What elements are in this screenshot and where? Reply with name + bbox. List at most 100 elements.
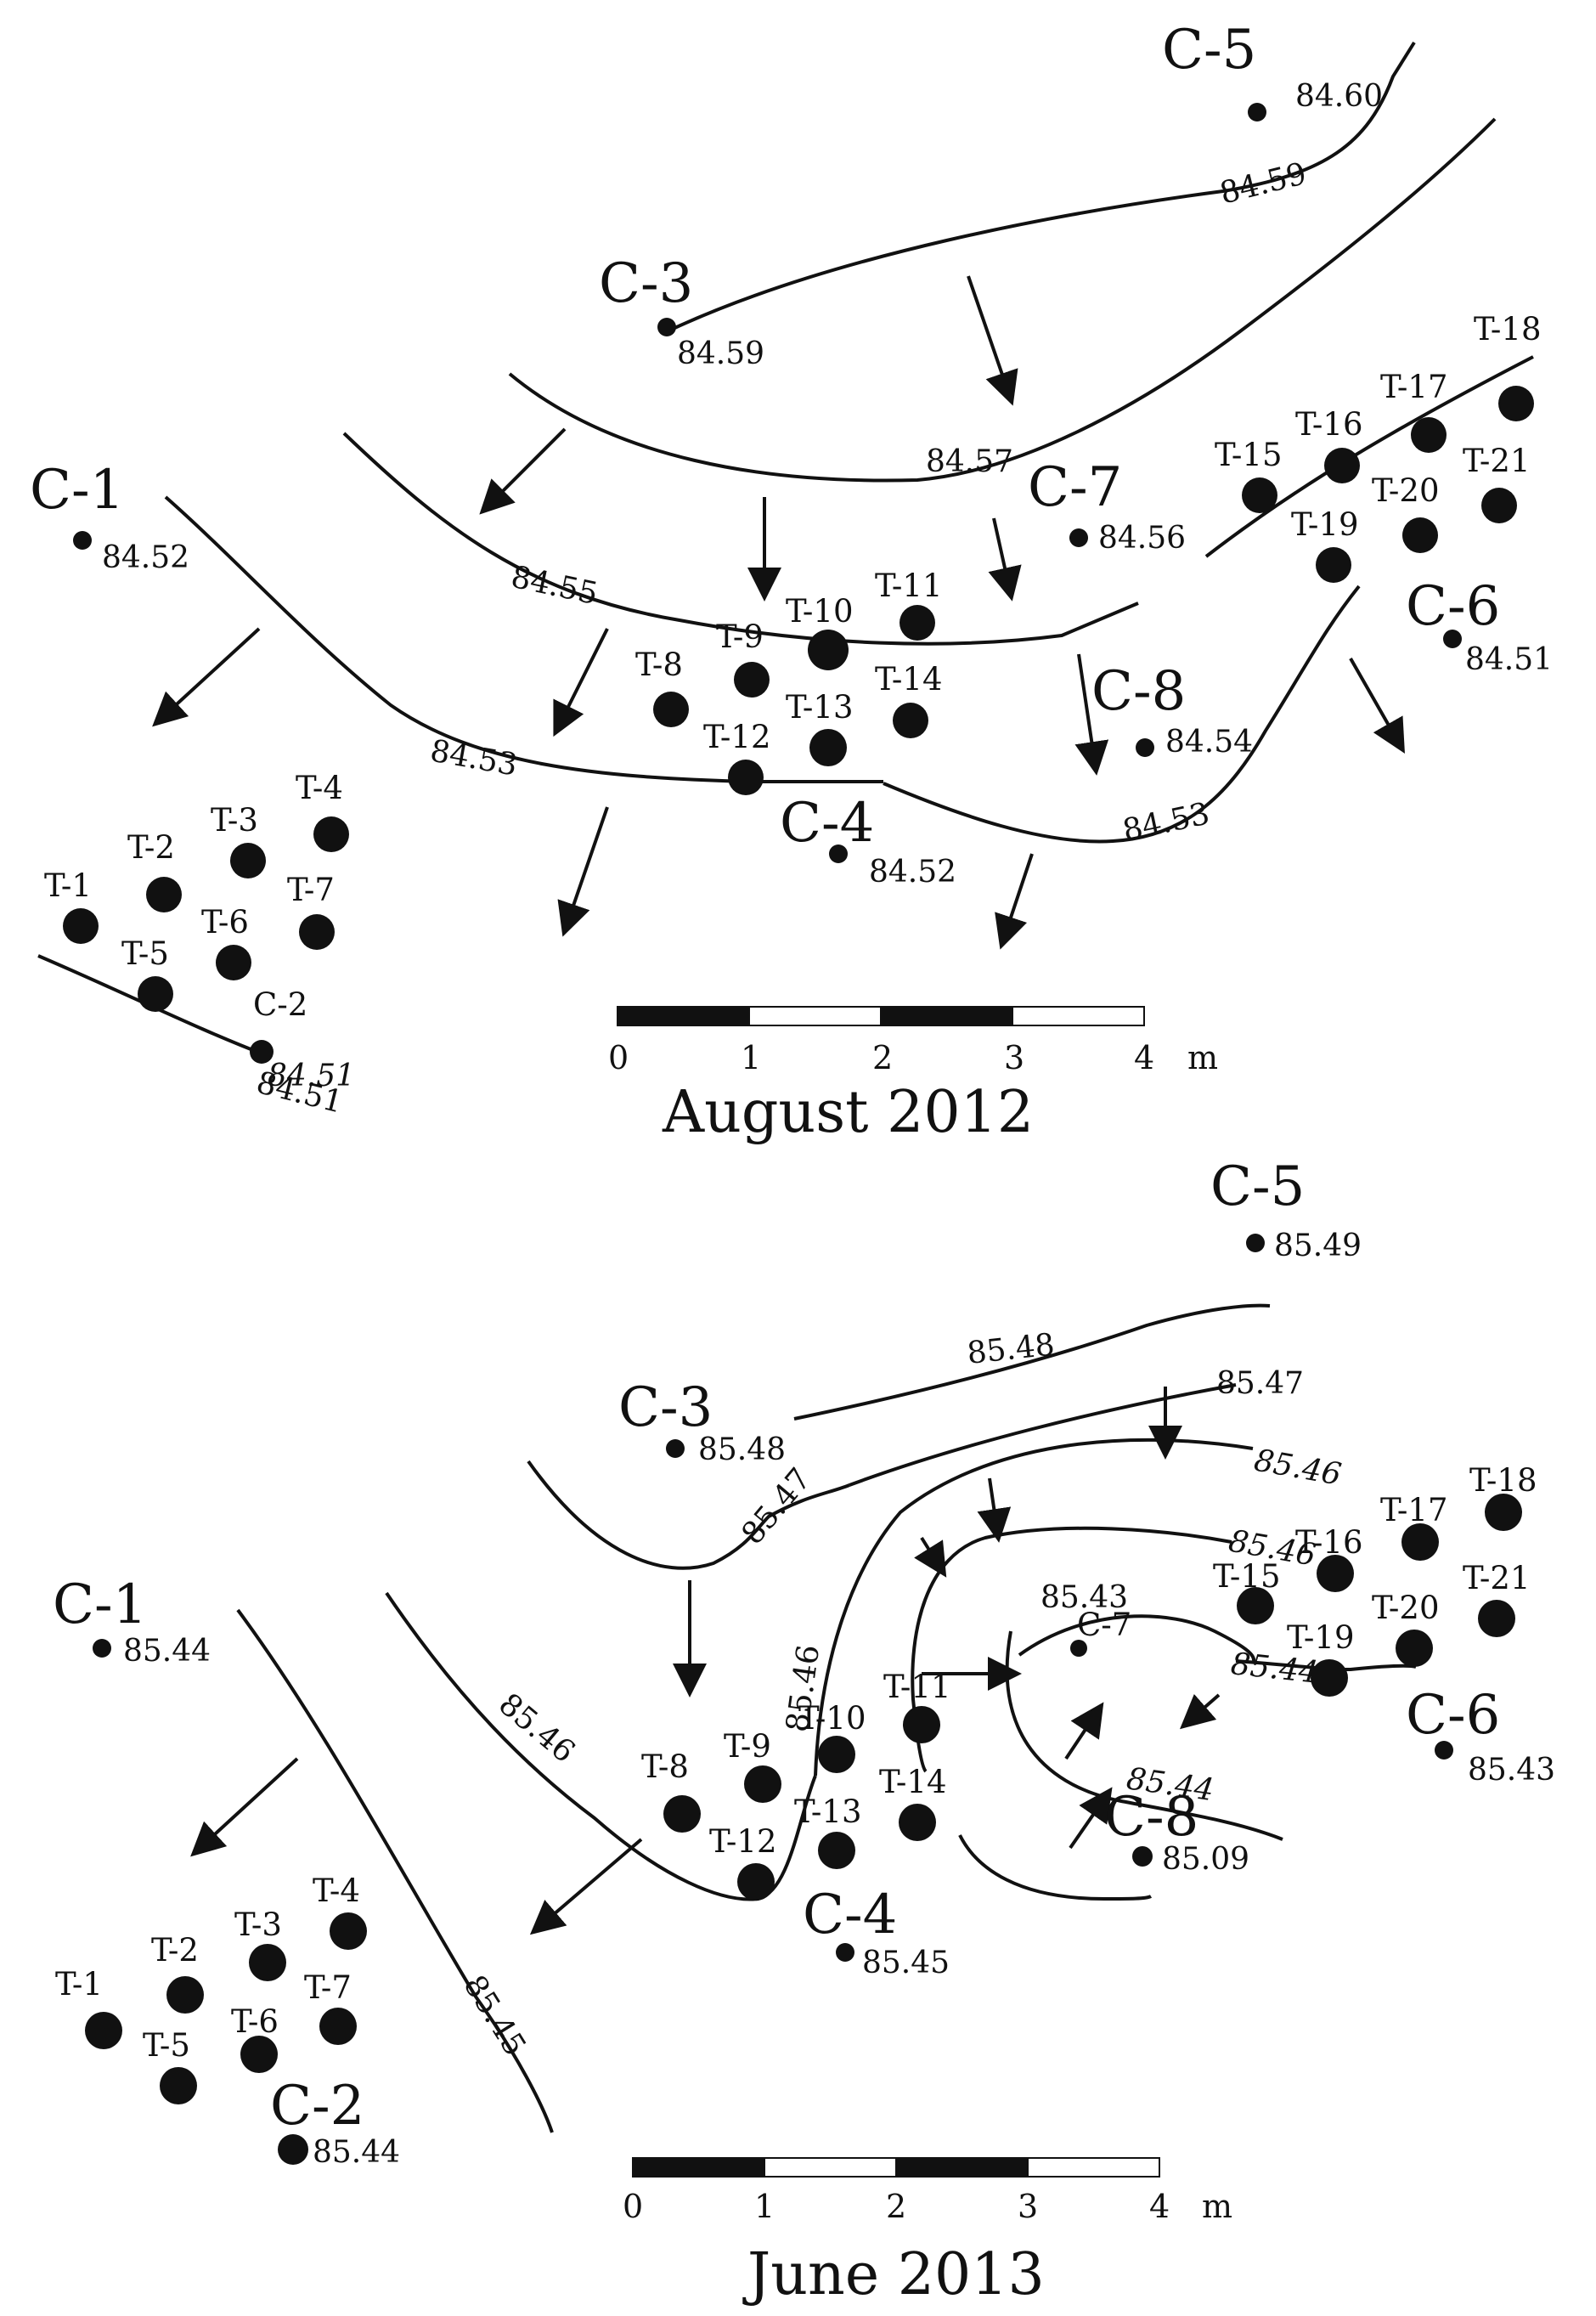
panel-august-2012: 84.59 84.57 84.55 84.53 84.53 84.51 C-5 … [30, 19, 1553, 1146]
well-t7[interactable]: T-7 [287, 872, 335, 950]
svg-text:T-4: T-4 [296, 770, 343, 806]
well-t14[interactable]: T-14 [879, 1764, 947, 1841]
scale-tick: 2 [872, 1039, 893, 1076]
well-t16[interactable]: T-16 [1295, 406, 1363, 483]
well-t8[interactable]: T-8 [635, 647, 689, 727]
well-c5[interactable]: C-5 85.49 [1210, 1155, 1362, 1263]
well-t5[interactable]: T-5 [143, 2027, 197, 2104]
well-t19[interactable]: T-19 [1291, 506, 1359, 583]
well-t4[interactable]: T-4 [313, 1873, 367, 1950]
well-c5[interactable]: C-5 84.60 [1162, 19, 1383, 121]
scale-unit: m [1202, 2188, 1232, 2225]
svg-text:C-8: C-8 [1091, 660, 1186, 723]
well-t18[interactable]: T-18 [1469, 1462, 1537, 1531]
svg-text:T-1: T-1 [55, 1966, 103, 2002]
well-t20[interactable]: T-20 [1372, 472, 1440, 553]
contour-label: 84.55 [508, 560, 601, 613]
svg-text:85.43: 85.43 [1468, 1753, 1555, 1788]
panel-june-2013: 85.48 85.47 85.47 85.46 85.46 85.46 85.4… [53, 1155, 1555, 2308]
svg-text:T-18: T-18 [1474, 311, 1542, 347]
svg-text:85.09: 85.09 [1162, 1842, 1249, 1877]
well-t1[interactable]: T-1 [44, 867, 99, 944]
svg-text:85.48: 85.48 [698, 1432, 786, 1467]
svg-text:T-6: T-6 [201, 904, 249, 941]
well-t11[interactable]: T-11 [875, 568, 943, 641]
scale-tick: 3 [1018, 2188, 1038, 2225]
scale-tick: 1 [754, 2188, 775, 2225]
well-c8[interactable]: C-8 84.54 [1091, 660, 1253, 760]
svg-text:T-21: T-21 [1463, 1560, 1531, 1596]
well-c2[interactable]: C-2 84.51 [250, 986, 355, 1093]
svg-text:T-10: T-10 [798, 1700, 866, 1737]
svg-text:T-11: T-11 [883, 1669, 951, 1705]
well-t13[interactable]: T-13 [786, 689, 854, 766]
well-t21[interactable]: T-21 [1463, 1560, 1531, 1637]
well-t5[interactable]: T-5 [121, 935, 173, 1012]
svg-text:C-5: C-5 [1210, 1155, 1305, 1218]
well-t13[interactable]: T-13 [794, 1793, 862, 1869]
contour-85-44-b [1235, 1659, 1417, 1672]
svg-text:T-8: T-8 [635, 647, 683, 683]
well-c3[interactable]: C-3 85.48 [618, 1376, 786, 1467]
well-t17[interactable]: T-17 [1380, 1492, 1448, 1561]
well-t18[interactable]: T-18 [1474, 311, 1542, 421]
well-t3[interactable]: T-3 [234, 1906, 286, 1981]
svg-text:84.54: 84.54 [1165, 725, 1253, 760]
svg-text:T-3: T-3 [211, 802, 258, 839]
well-c1[interactable]: C-1 84.52 [30, 459, 189, 575]
well-t15[interactable]: T-15 [1215, 437, 1283, 513]
svg-text:85.44: 85.44 [313, 2135, 400, 2170]
well-c6[interactable]: C-6 85.43 [1406, 1684, 1555, 1788]
scale-tick: 2 [886, 2188, 906, 2225]
svg-text:T-15: T-15 [1215, 437, 1283, 473]
svg-text:T-7: T-7 [287, 872, 335, 908]
svg-text:T-14: T-14 [879, 1764, 947, 1800]
well-t9[interactable]: T-9 [724, 1728, 781, 1803]
well-t10[interactable]: T-10 [786, 593, 854, 670]
well-t20[interactable]: T-20 [1372, 1590, 1440, 1667]
well-c4[interactable]: C-4 85.45 [803, 1884, 950, 1980]
scale-tick: 1 [741, 1039, 761, 1076]
well-t17[interactable]: T-17 [1380, 369, 1448, 453]
well-t14[interactable]: T-14 [875, 661, 943, 738]
well-t8[interactable]: T-8 [641, 1748, 701, 1833]
well-t6[interactable]: T-6 [201, 904, 251, 980]
well-t3[interactable]: T-3 [211, 802, 266, 878]
svg-text:T-2: T-2 [151, 1932, 199, 1969]
well-t16[interactable]: T-16 [1295, 1524, 1363, 1592]
well-t7[interactable]: T-7 [304, 1969, 357, 2045]
well-t19[interactable]: T-19 [1287, 1619, 1355, 1697]
well-t12[interactable]: T-12 [703, 719, 771, 795]
well-c1[interactable]: C-1 85.44 [53, 1573, 211, 1669]
well-c3[interactable]: C-3 84.59 [599, 252, 764, 371]
well-c7[interactable]: C-7 84.56 [1028, 456, 1186, 556]
flow-arrows-2013 [190, 1387, 1221, 1935]
well-t21[interactable]: T-21 [1463, 443, 1531, 523]
svg-text:T-19: T-19 [1291, 506, 1359, 543]
svg-text:T-10: T-10 [786, 593, 854, 630]
well-t10[interactable]: T-10 [798, 1700, 866, 1773]
svg-text:T-9: T-9 [716, 619, 764, 655]
panel-title: June 2013 [742, 2241, 1045, 2308]
well-c7[interactable]: C-7 [1070, 1607, 1131, 1657]
well-t12[interactable]: T-12 [709, 1823, 777, 1901]
well-t11[interactable]: T-11 [883, 1669, 951, 1743]
well-t15[interactable]: T-15 [1213, 1558, 1281, 1624]
well-t1[interactable]: T-1 [55, 1966, 122, 2049]
svg-text:T-16: T-16 [1295, 1524, 1363, 1561]
svg-text:T-3: T-3 [234, 1906, 282, 1943]
well-t9[interactable]: T-9 [716, 619, 770, 698]
well-c4[interactable]: C-4 84.52 [780, 792, 956, 890]
well-c8[interactable]: C-8 85.09 [1104, 1786, 1249, 1877]
well-t2[interactable]: T-2 [151, 1932, 204, 2014]
svg-text:T-5: T-5 [143, 2027, 190, 2064]
svg-text:84.52: 84.52 [102, 540, 189, 575]
well-t2[interactable]: T-2 [127, 829, 182, 912]
svg-text:T-8: T-8 [641, 1748, 689, 1785]
well-t6[interactable]: T-6 [231, 2003, 279, 2073]
well-t4[interactable]: T-4 [296, 770, 349, 852]
well-c6[interactable]: C-6 84.51 [1406, 575, 1553, 677]
svg-text:T-21: T-21 [1463, 443, 1531, 479]
svg-text:T-7: T-7 [304, 1969, 352, 2006]
well-c2[interactable]: C-2 85.44 [270, 2075, 400, 2170]
